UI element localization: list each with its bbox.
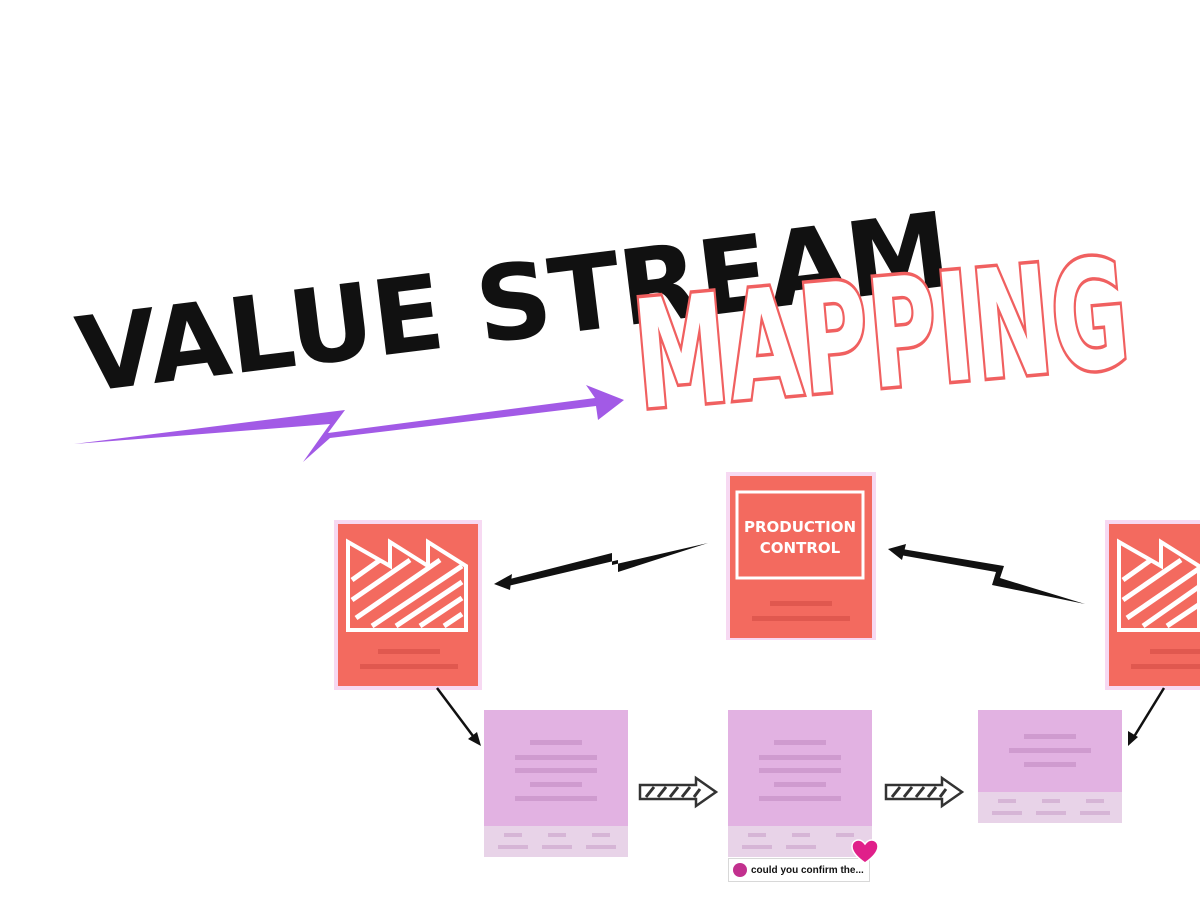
comment-text: could you confirm the... [751,864,864,876]
production-control-box: PRODUCTION CONTROL [726,472,876,640]
factory-icon [1117,538,1200,632]
push-arrow-icon [884,775,965,809]
placeholder-line [752,616,850,621]
shipment-arrow-right [1128,687,1166,746]
push-arrow-icon [638,775,719,809]
heart-icon[interactable] [851,839,879,865]
placeholder-line [378,649,440,654]
comment-bubble[interactable]: could you confirm the... [728,858,870,882]
placeholder-line [1150,649,1200,654]
placeholder-line [1131,664,1200,669]
supplier-factory [334,520,482,690]
production-control-line1: PRODUCTION [744,518,856,536]
placeholder-line [770,601,832,606]
process-box-1 [484,710,628,857]
shipment-arrow-left [436,687,481,746]
factory-icon [346,538,468,632]
process-box-2 [728,710,872,857]
info-arrow-left [494,543,708,590]
process-box-3 [978,710,1122,823]
avatar-icon [733,863,747,877]
production-control-line2: CONTROL [760,539,841,557]
info-arrow-right [888,544,1085,604]
placeholder-line [360,664,458,669]
customer-factory [1105,520,1200,690]
